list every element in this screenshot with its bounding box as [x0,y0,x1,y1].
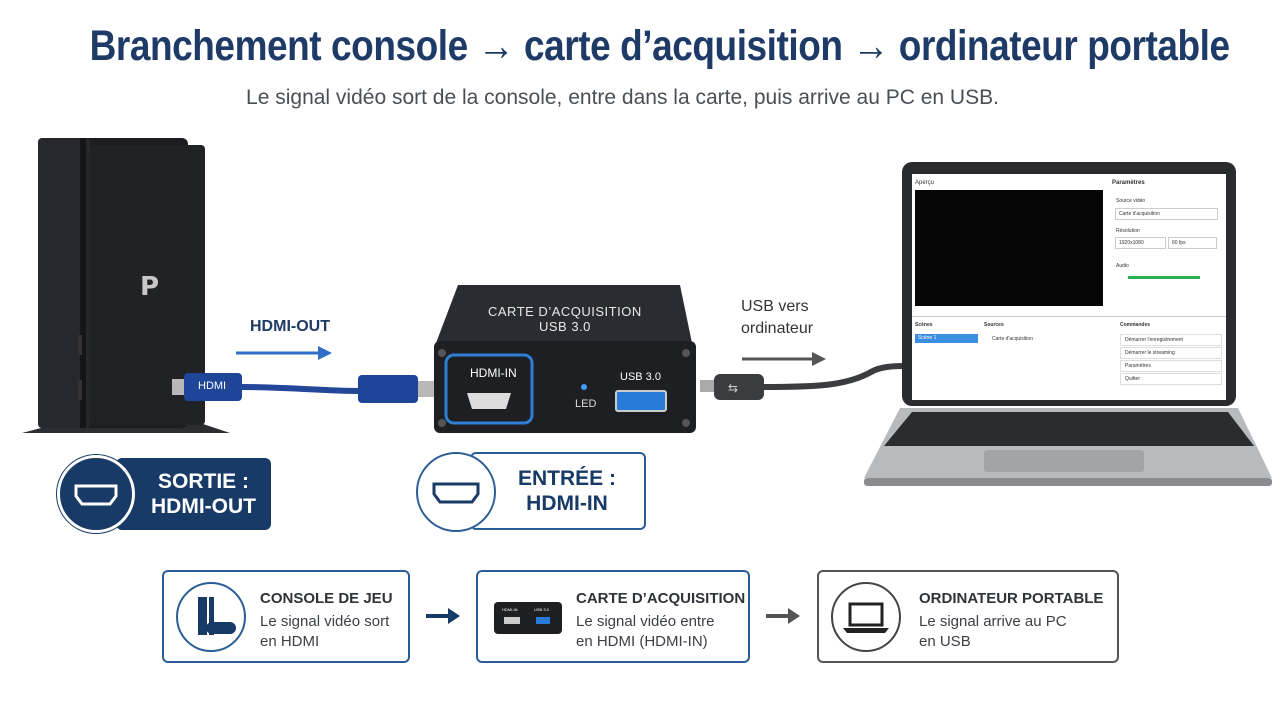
mini-usb-label: USB 3.0 [534,607,549,612]
commands-label: Commandes [1120,322,1151,328]
params-label: Paramètres [1112,180,1145,186]
step-line1: Le signal vidéo entre [576,613,715,630]
laptop-icon [831,582,901,652]
usb-arrow-label-2: ordinateur [741,320,814,337]
step-line2: en HDMI (HDMI-IN) [576,633,708,650]
mini-hdmi-label: HDMI-IN [502,607,518,612]
badge-sortie-line2: HDMI-OUT [151,495,256,518]
step-title: CONSOLE DE JEU [260,590,393,607]
preview-label: Aperçu [915,180,935,186]
hdmi-in-badge-icon [416,452,496,532]
hdmi-out-badge: SORTIE : HDMI-OUT [116,458,271,530]
cable-hdmi-label: HDMI [198,380,227,392]
usb-cable: ⇆ [700,363,909,400]
bottom-panel-divider [912,316,1226,317]
arrow-right-icon [426,608,460,624]
svg-text:⇆: ⇆ [728,381,738,395]
fps-select[interactable]: 60 fps [1168,237,1217,249]
hdmi-in-badge: ENTRÉE : HDMI-IN [470,452,646,530]
source-item[interactable]: Carte d'acquisition [992,336,1033,342]
led-label: LED [575,398,597,410]
step-title: CARTE D’ACQUISITION [576,590,746,607]
source-video-select[interactable]: Carte d'acquisition [1115,208,1218,220]
command-record-button[interactable]: Démarrer l'enregistrement [1120,334,1222,346]
hdmi-out-badge-icon [57,455,135,533]
command-settings-button[interactable]: Paramètres [1120,360,1222,372]
badge-entree-line1: ENTRÉE : [517,467,616,490]
step-line1: Le signal arrive au PC [919,613,1067,630]
step-line2: en USB [919,633,971,650]
console-icon [176,582,246,652]
resolution-select[interactable]: 1920x1080 [1115,237,1166,249]
scene-item[interactable]: Scène 1 [915,334,978,343]
resolution-label: Résolution [1116,228,1140,234]
console-illustration: P [20,135,235,440]
audio-label: Audio [1116,263,1129,269]
arrow-right-icon [766,608,800,624]
svg-text:P: P [140,272,159,302]
step-line2: en HDMI [260,633,320,650]
step-line1: Le signal vidéo sort [260,613,390,630]
step-title: ORDINATEUR PORTABLE [919,590,1104,607]
badge-sortie-line1: SORTIE : [157,470,249,493]
step-card-console: CONSOLE DE JEU Le signal vidéo sort en H… [162,570,410,663]
capture-card-illustration [430,283,698,435]
audio-meter [1128,276,1200,279]
app-window: Aperçu Paramètres Source vidéo Carte d'a… [912,174,1226,400]
capture-card-icon: HDMI-IN USB 3.0 [494,602,562,634]
arrow-right-icon [236,346,332,360]
page-subtitle: Le signal vidéo sort de la console, entr… [246,86,999,109]
mini-usb-port [536,617,550,624]
command-stream-button[interactable]: Démarrer le streaming [1120,347,1222,359]
usb-arrow-label-1: USB vers [741,298,809,315]
page-title: Branchement console → carte d’acquisitio… [89,22,1230,70]
badge-entree-line2: HDMI-IN [526,492,608,515]
step-card-laptop: ORDINATEUR PORTABLE Le signal arrive au … [817,570,1119,663]
capture-card-subtitle: USB 3.0 [539,319,591,334]
command-quit-button[interactable]: Quitter [1120,373,1222,385]
hdmi-in-port-label: HDMI-IN [470,366,517,380]
preview-screen [915,190,1103,306]
hdmi-cable [172,373,434,403]
arrow-right-icon [742,352,826,366]
step-card-capture: HDMI-IN USB 3.0 CARTE D’ACQUISITION Le s… [476,570,750,663]
hdmi-out-label: HDMI-OUT [250,318,330,335]
scenes-label: Scènes [915,322,933,328]
capture-card-title: CARTE D’ACQUISITION [488,304,642,319]
usb-port-label: USB 3.0 [620,371,661,383]
mini-hdmi-port [504,617,520,624]
sources-label: Sources [984,322,1004,328]
source-video-label: Source vidéo [1116,198,1146,204]
